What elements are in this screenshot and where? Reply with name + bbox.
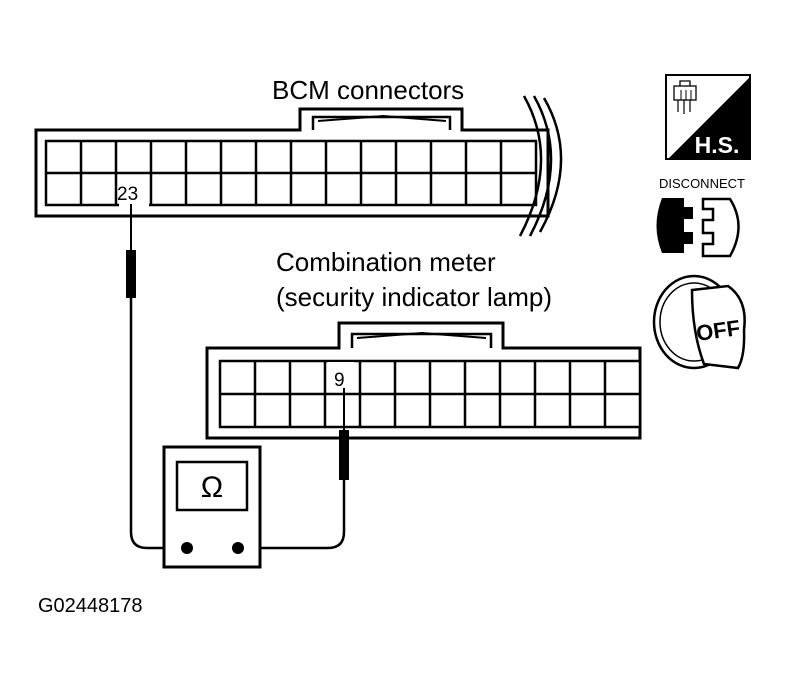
ohmmeter: Ω <box>162 445 262 569</box>
combination-meter-title: Combination meter <box>276 247 496 277</box>
ignition-key-off-icon: OFF <box>652 274 746 370</box>
harness-side-icon: H.S. <box>665 74 751 160</box>
off-label: OFF <box>695 315 742 346</box>
disconnect-label: DISCONNECT <box>659 176 745 191</box>
meter-pin-9-label: 9 <box>334 370 345 391</box>
bcm-connectors-title: BCM connectors <box>272 75 464 105</box>
left-test-probe <box>126 204 187 550</box>
connector-disconnect-icon <box>656 197 740 258</box>
ohmmeter-terminal-left <box>181 542 193 554</box>
connector-mini-icon <box>673 80 697 114</box>
hs-label: H.S. <box>695 132 740 158</box>
combination-meter-subtitle: (security indicator lamp) <box>276 282 552 312</box>
bcm-pin-23-label: 23 <box>117 184 138 205</box>
right-test-probe <box>238 388 349 550</box>
figure-id: G02448178 <box>38 595 143 617</box>
bcm-connector: 23 <box>34 95 563 237</box>
combination-meter-connector: 9 <box>205 321 642 440</box>
ohmmeter-terminal-right <box>232 542 244 554</box>
meter-pin-grid <box>218 359 642 429</box>
ohm-symbol: Ω <box>201 471 223 504</box>
